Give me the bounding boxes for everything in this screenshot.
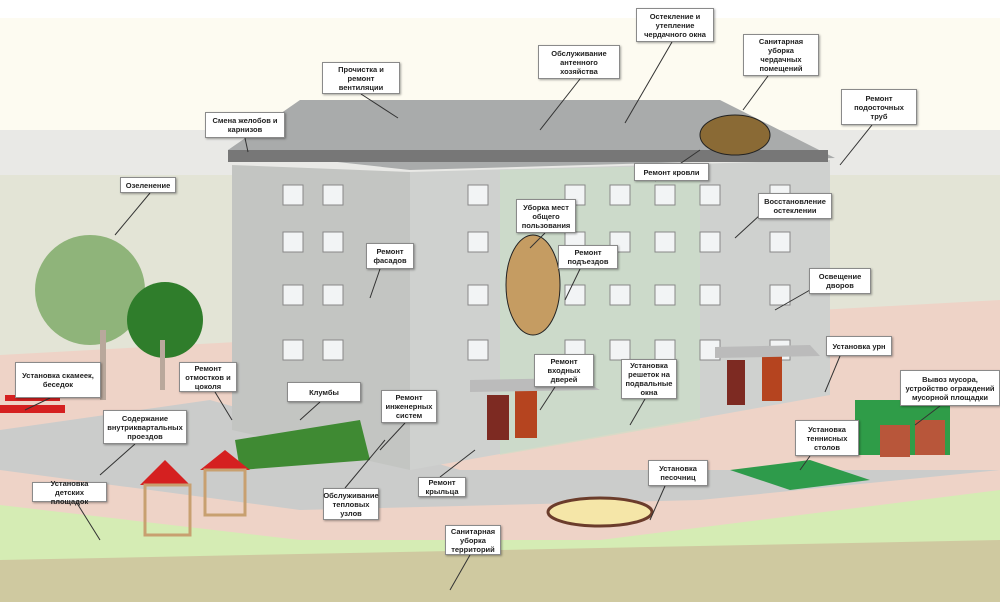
window	[467, 231, 489, 253]
label-attic-window: Остекление и утепление чердачного окна	[636, 8, 714, 42]
label-downpipes: Ремонт подосточных труб	[841, 89, 917, 125]
window	[467, 284, 489, 306]
label-doors: Ремонт входных дверей	[534, 354, 594, 387]
window	[282, 184, 304, 206]
entrance-door	[762, 356, 782, 401]
label-greening: Озеленение	[120, 177, 176, 193]
window	[654, 284, 676, 306]
label-engineering: Ремонт инженерных систем	[381, 390, 437, 423]
attic-cutout	[699, 114, 771, 156]
label-entrances: Ремонт подъездов	[558, 245, 618, 269]
leader-lines	[24, 41, 941, 591]
window	[467, 339, 489, 361]
window	[467, 184, 489, 206]
label-porch: Ремонт крыльца	[418, 477, 466, 497]
window	[769, 231, 791, 253]
garbage-bin	[915, 420, 945, 455]
label-ventilation: Прочистка и ремонт вентиляции	[322, 62, 400, 94]
tennis-table	[730, 460, 870, 490]
porch-canopy	[715, 345, 820, 358]
label-flowerbeds: Клумбы	[287, 382, 361, 402]
window	[609, 184, 631, 206]
window	[322, 284, 344, 306]
label-antenna: Обслуживание антенного хозяйства	[538, 45, 620, 79]
label-playgrounds: Установка детских площадок	[32, 479, 107, 506]
window	[654, 184, 676, 206]
label-heating: Обслуживание тепловых узлов	[323, 488, 379, 520]
label-facade: Ремонт фасадов	[366, 243, 414, 269]
tree	[127, 282, 203, 358]
label-tennis: Установка теннисных столов	[795, 420, 859, 456]
label-bins: Установка урн	[826, 336, 892, 356]
label-gutters: Смена желобов и карнизов	[205, 112, 285, 138]
window	[322, 231, 344, 253]
label-sandbox: Установка песочниц	[648, 460, 708, 486]
window	[609, 284, 631, 306]
roof-railing	[228, 150, 828, 162]
label-plinth: Ремонт отмостков и цоколя	[179, 362, 237, 392]
tree	[35, 235, 145, 345]
entrance-door	[515, 390, 537, 438]
label-attic-cleaning: Санитарная уборка чердачных помещений	[743, 34, 819, 76]
label-glazing: Восстановление остеклении	[758, 193, 832, 219]
window	[699, 184, 721, 206]
building-left-wing	[232, 165, 410, 470]
playground	[140, 460, 190, 485]
garbage-bin	[880, 425, 910, 457]
label-roof: Ремонт кровли	[634, 163, 709, 181]
window	[699, 284, 721, 306]
flowerbed	[235, 420, 370, 470]
label-territory: Санитарная уборка территорий	[445, 525, 501, 555]
stairwell-cutout	[505, 234, 561, 336]
window	[282, 284, 304, 306]
window	[322, 339, 344, 361]
window	[609, 339, 631, 361]
label-driveways: Содержание внутриквартальных проездов	[103, 410, 187, 444]
label-garbage: Вывоз мусора, устройство ограждений мусо…	[900, 370, 1000, 406]
window	[282, 231, 304, 253]
label-benches: Установка скамеек, беседок	[15, 362, 101, 398]
window	[699, 231, 721, 253]
window	[769, 284, 791, 306]
bench	[0, 405, 65, 413]
window	[564, 284, 586, 306]
window	[654, 339, 676, 361]
entrance-door	[727, 360, 745, 405]
sandbox	[546, 496, 654, 528]
entrance-door	[487, 395, 509, 440]
window	[322, 184, 344, 206]
ground	[0, 540, 1000, 602]
window	[654, 231, 676, 253]
label-common-areas: Уборка мест общего пользования	[516, 199, 576, 233]
label-grilles: Установка решеток на подвальные окна	[621, 359, 677, 399]
window	[282, 339, 304, 361]
label-lighting: Освещение дворов	[809, 268, 871, 294]
